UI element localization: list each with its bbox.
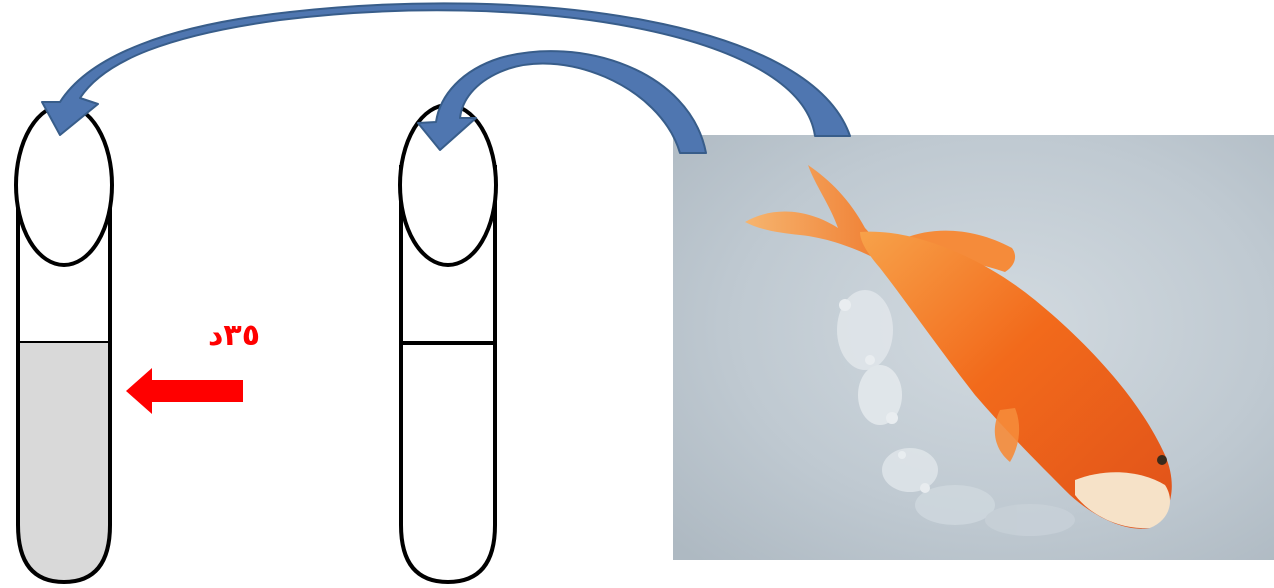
goldfish-photo (673, 135, 1274, 560)
fish-eye (1157, 455, 1167, 465)
test-tube-middle (400, 105, 496, 582)
tube-left-liquid (18, 343, 110, 580)
time-label: ٣٥د (208, 318, 260, 353)
test-tube-left (16, 105, 112, 582)
arrow-left-icon (126, 368, 243, 414)
